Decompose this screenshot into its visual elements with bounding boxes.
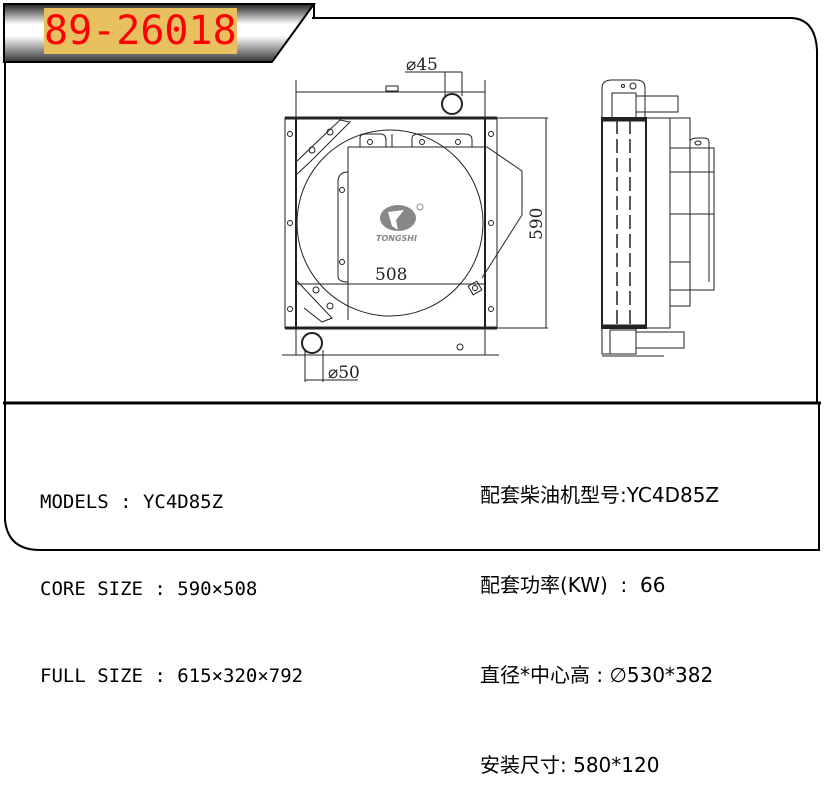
spec-mount-size: 安装尺寸: 580*120 (480, 753, 660, 777)
spec-diameter-center-height: 直径*中心高 : ∅530*382 (480, 663, 714, 687)
side-view-drawing (601, 79, 715, 357)
spec-full-size: FULL SIZE : 615×320×792 (40, 665, 304, 687)
outlet-pipe-icon (301, 332, 323, 354)
spec-engine-model: 配套柴油机型号:YC4D85Z (480, 483, 720, 507)
tongshi-logo-icon: TONGSHI (376, 203, 424, 243)
spec-core-size: CORE SIZE : 590×508 (40, 578, 258, 600)
spec-models: MODELS : YC4D85Z (40, 491, 224, 513)
core-height-label: 590 (527, 208, 547, 240)
svg-text:TONGSHI: TONGSHI (376, 234, 417, 243)
outlet-diameter-label: ⌀50 (328, 363, 360, 383)
inlet-diameter-label: ⌀45 (406, 55, 438, 75)
part-number-title: 89-26018 (44, 8, 237, 54)
specs-left: MODELS : YC4D85Z CORE SIZE : 590×508 FUL… (40, 430, 303, 720)
spec-power: 配套功率(KW) : 66 (480, 573, 666, 597)
core-width-label: 508 (375, 265, 407, 285)
front-view-drawing: ⌀45 508 590 ⌀50 TONGSHI (282, 55, 548, 383)
inlet-pipe-icon (441, 93, 463, 115)
specs-right: 配套柴油机型号:YC4D85Z 配套功率(KW) : 66 直径*中心高 : ∅… (480, 420, 719, 810)
